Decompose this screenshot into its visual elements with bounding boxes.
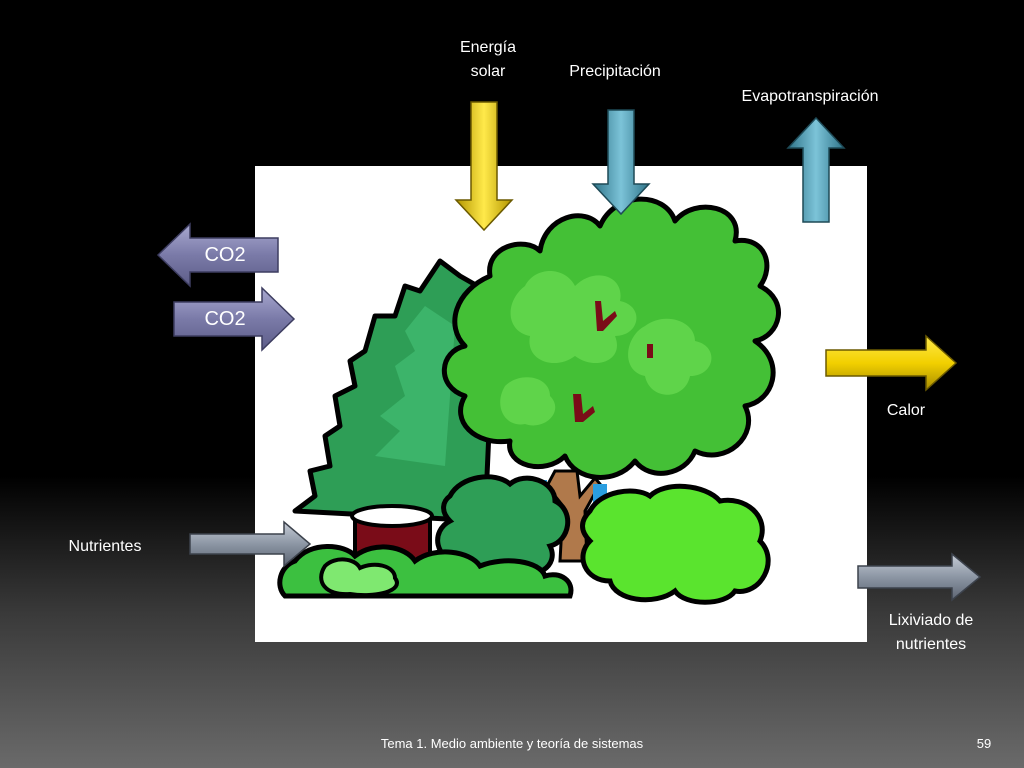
middle-bush (435, 474, 571, 583)
leaching-label: Lixiviado de nutrientes (888, 612, 974, 653)
co2-out-label: CO2 (204, 244, 246, 266)
ground-bushes-light (319, 557, 399, 598)
evapotranspiration-arrow (786, 116, 846, 224)
forest-illustration (255, 166, 867, 642)
co2-in-label: CO2 (204, 308, 246, 330)
heat-label: Calor (886, 402, 926, 419)
leaching-arrow (856, 552, 982, 602)
nutrients-arrow (188, 520, 312, 568)
tree-trunk (545, 469, 602, 563)
evapotranspiration-label: Evapotranspiración (741, 88, 879, 105)
forest-drawing (277, 196, 781, 605)
deciduous-tree-canopy (441, 196, 781, 480)
energy-label: Energía solar (459, 39, 517, 80)
heat-arrow (824, 334, 958, 392)
nutrients-label: Nutrientes (68, 538, 142, 555)
precipitation-arrow (591, 108, 651, 216)
branches (573, 301, 653, 422)
precipitation-label: Precipitación (569, 63, 661, 80)
page-number: 59 (976, 736, 992, 751)
right-bush (580, 483, 771, 605)
solar-energy-arrow (454, 100, 514, 232)
tree-stump (350, 504, 434, 563)
slide-footer: Tema 1. Medio ambiente y teoría de siste… (380, 736, 644, 751)
co2-in-arrow (172, 286, 296, 352)
co2-out-arrow (156, 222, 280, 288)
